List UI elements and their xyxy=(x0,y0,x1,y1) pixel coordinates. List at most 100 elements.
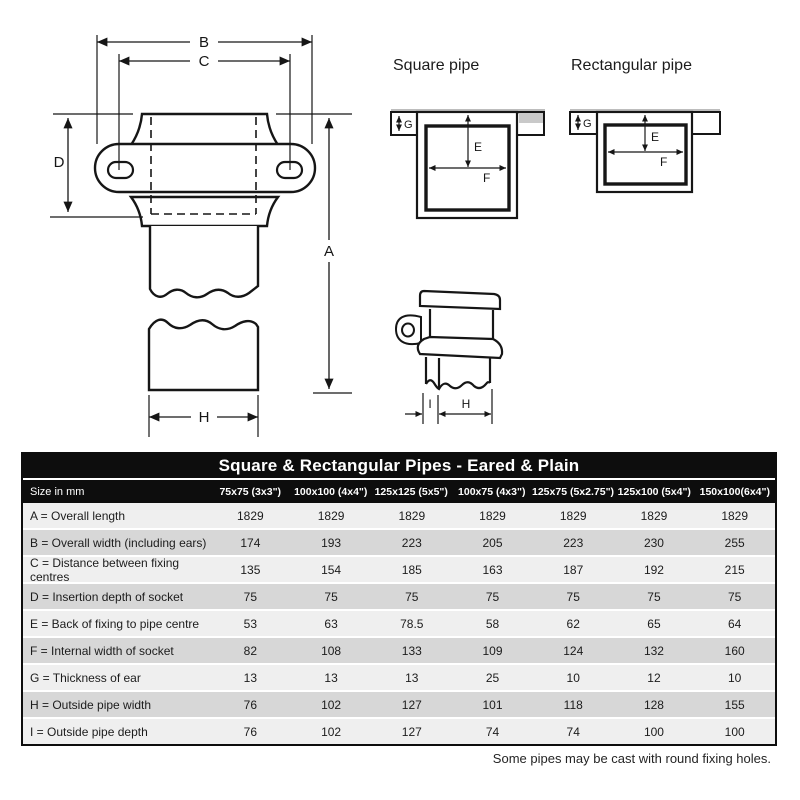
dimension-value-cell: 75 xyxy=(727,589,742,604)
dimension-value-cell: 76 xyxy=(243,724,258,739)
dimension-row-label: A = Overall length xyxy=(30,508,126,523)
size-column-header: 125x75 (5x2.75") xyxy=(532,485,615,498)
size-column-header: 150x100(6x4") xyxy=(699,485,770,498)
dimension-value-cell: 187 xyxy=(563,562,584,577)
dimension-value-cell: 1829 xyxy=(479,508,506,523)
size-column-header: 75x75 (3x3") xyxy=(219,485,282,498)
dimension-value-cell: 102 xyxy=(321,697,342,712)
dimension-value-cell: 75 xyxy=(243,589,258,604)
dimension-value-cell: 1829 xyxy=(317,508,345,523)
dimension-value-cell: 62 xyxy=(566,616,580,631)
dimension-row-label: C = Distance between fixing centres xyxy=(30,555,180,584)
size-column-header: 100x100 (4x4") xyxy=(294,485,368,498)
dimension-value-cell: 100 xyxy=(724,724,745,739)
dimension-value-cell: 163 xyxy=(482,562,503,577)
dimension-value-cell: 74 xyxy=(485,724,500,739)
size-column-header: 100x75 (4x3") xyxy=(458,485,526,498)
dimension-value-cell: 154 xyxy=(321,562,342,577)
dimension-value-cell: 13 xyxy=(324,670,338,685)
size-column-header: 125x125 (5x5") xyxy=(374,485,448,498)
dimension-value-cell: 1829 xyxy=(237,508,264,523)
rectangular-pipe-section-diagram: Rectangular pipe G E F xyxy=(569,57,721,194)
dimension-value-cell: 12 xyxy=(647,670,661,685)
dimension-value-cell: 132 xyxy=(643,643,664,658)
dimension-value-cell: 102 xyxy=(321,724,342,739)
dimension-value-cell: 193 xyxy=(321,535,342,550)
table-row: C = Distance between fixing centres 135 15… xyxy=(23,555,775,584)
dimension-value-cell: 100 xyxy=(643,724,664,739)
dimension-value-cell: 75 xyxy=(566,589,580,604)
dimension-value-cell: 133 xyxy=(401,643,422,658)
fixing-hole xyxy=(401,322,415,338)
dim-label-g: G xyxy=(404,119,413,131)
dimension-value-cell: 223 xyxy=(401,535,422,550)
dimension-value-cell: 82 xyxy=(243,643,258,658)
table-body: A = Overall length 1829 1829 1829 1829 1829 18… xyxy=(23,503,775,744)
dimension-value-cell: 78.5 xyxy=(400,616,424,631)
dimension-row-label: G = Thickness of ear xyxy=(30,670,141,685)
dim-label-h: H xyxy=(462,397,471,411)
rectangular-pipe-title: Rectangular pipe xyxy=(571,57,692,74)
dimension-row-label: H = Outside pipe width xyxy=(30,697,152,712)
dimension-row-label: F = Internal width of socket xyxy=(30,643,174,658)
dimension-value-cell: 65 xyxy=(647,616,661,631)
dimension-value-cell: 127 xyxy=(401,697,422,712)
dimension-value-cell: 10 xyxy=(727,670,742,685)
dim-label-c: C xyxy=(199,53,210,70)
dim-label-a: A xyxy=(324,243,334,260)
fixing-hole-left xyxy=(106,160,135,180)
dimension-value-cell: 13 xyxy=(243,670,258,685)
dim-label-i: I xyxy=(428,397,431,411)
dimension-value-cell: 185 xyxy=(401,562,422,577)
pipes-dimensions-table: Square & Rectangular Pipes - Eared & Pla… xyxy=(21,452,777,746)
dimension-value-cell: 118 xyxy=(563,697,583,712)
square-pipe-title: Square pipe xyxy=(393,57,479,74)
dim-label-g: G xyxy=(583,118,592,130)
dimension-value-cell: 230 xyxy=(643,535,664,550)
dim-label-e: E xyxy=(474,140,482,154)
dim-label-f: F xyxy=(483,171,490,185)
dim-label-e: E xyxy=(651,130,659,144)
dimension-value-cell: 109 xyxy=(482,643,503,658)
dimension-value-cell: 1829 xyxy=(559,508,587,523)
dimension-value-cell: 127 xyxy=(401,724,422,739)
table-footnote: Some pipes may be cast with round fixing… xyxy=(492,751,771,766)
dimension-value-cell: 205 xyxy=(482,535,503,550)
dimension-row-label: B = Overall width (including ears) xyxy=(30,535,207,550)
dimension-value-cell: 75 xyxy=(647,589,661,604)
dimension-value-cell: 53 xyxy=(243,616,258,631)
dimension-value-cell: 155 xyxy=(724,697,745,712)
table-row: D = Insertion depth of socket 75 75 75 75 75 7… xyxy=(23,584,775,609)
dimension-value-cell: 223 xyxy=(563,535,584,550)
dimension-value-cell: 63 xyxy=(324,616,338,631)
dimension-value-cell: 76 xyxy=(243,697,258,712)
diagrams-canvas: B C D A H Square pipe G E F Rectangular … xyxy=(50,34,721,437)
dimension-value-cell: 192 xyxy=(643,562,664,577)
dimension-value-cell: 124 xyxy=(563,643,584,658)
dimension-row-label: D = Insertion depth of socket xyxy=(30,589,184,604)
square-pipe-section-diagram: Square pipe G E F xyxy=(390,57,545,220)
dimension-value-cell: 1829 xyxy=(721,508,749,523)
pipe-perspective-diagram: I H xyxy=(394,289,504,424)
dimension-value-cell: 25 xyxy=(485,670,500,685)
dim-label-d: D xyxy=(54,154,65,171)
dimension-value-cell: 160 xyxy=(724,643,745,658)
ear-right xyxy=(691,111,721,135)
dimension-value-cell: 75 xyxy=(485,589,500,604)
dimension-value-cell: 135 xyxy=(240,562,261,577)
dimension-row-label: E = Back of fixing to pipe centre xyxy=(30,616,200,631)
dimension-value-cell: 75 xyxy=(405,589,419,604)
dimension-value-cell: 1829 xyxy=(640,508,668,523)
dimension-value-cell: 101 xyxy=(482,697,503,712)
dimension-value-cell: 1829 xyxy=(398,508,426,523)
dimension-value-cell: 10 xyxy=(566,670,580,685)
dimension-value-cell: 215 xyxy=(724,562,745,577)
table-title: Square & Rectangular Pipes - Eared & Pla… xyxy=(23,454,775,480)
dimension-value-cell: 174 xyxy=(240,535,261,550)
dim-label-b: B xyxy=(199,34,209,51)
table-row: A = Overall length 1829 1829 1829 1829 1829 18… xyxy=(23,503,775,528)
